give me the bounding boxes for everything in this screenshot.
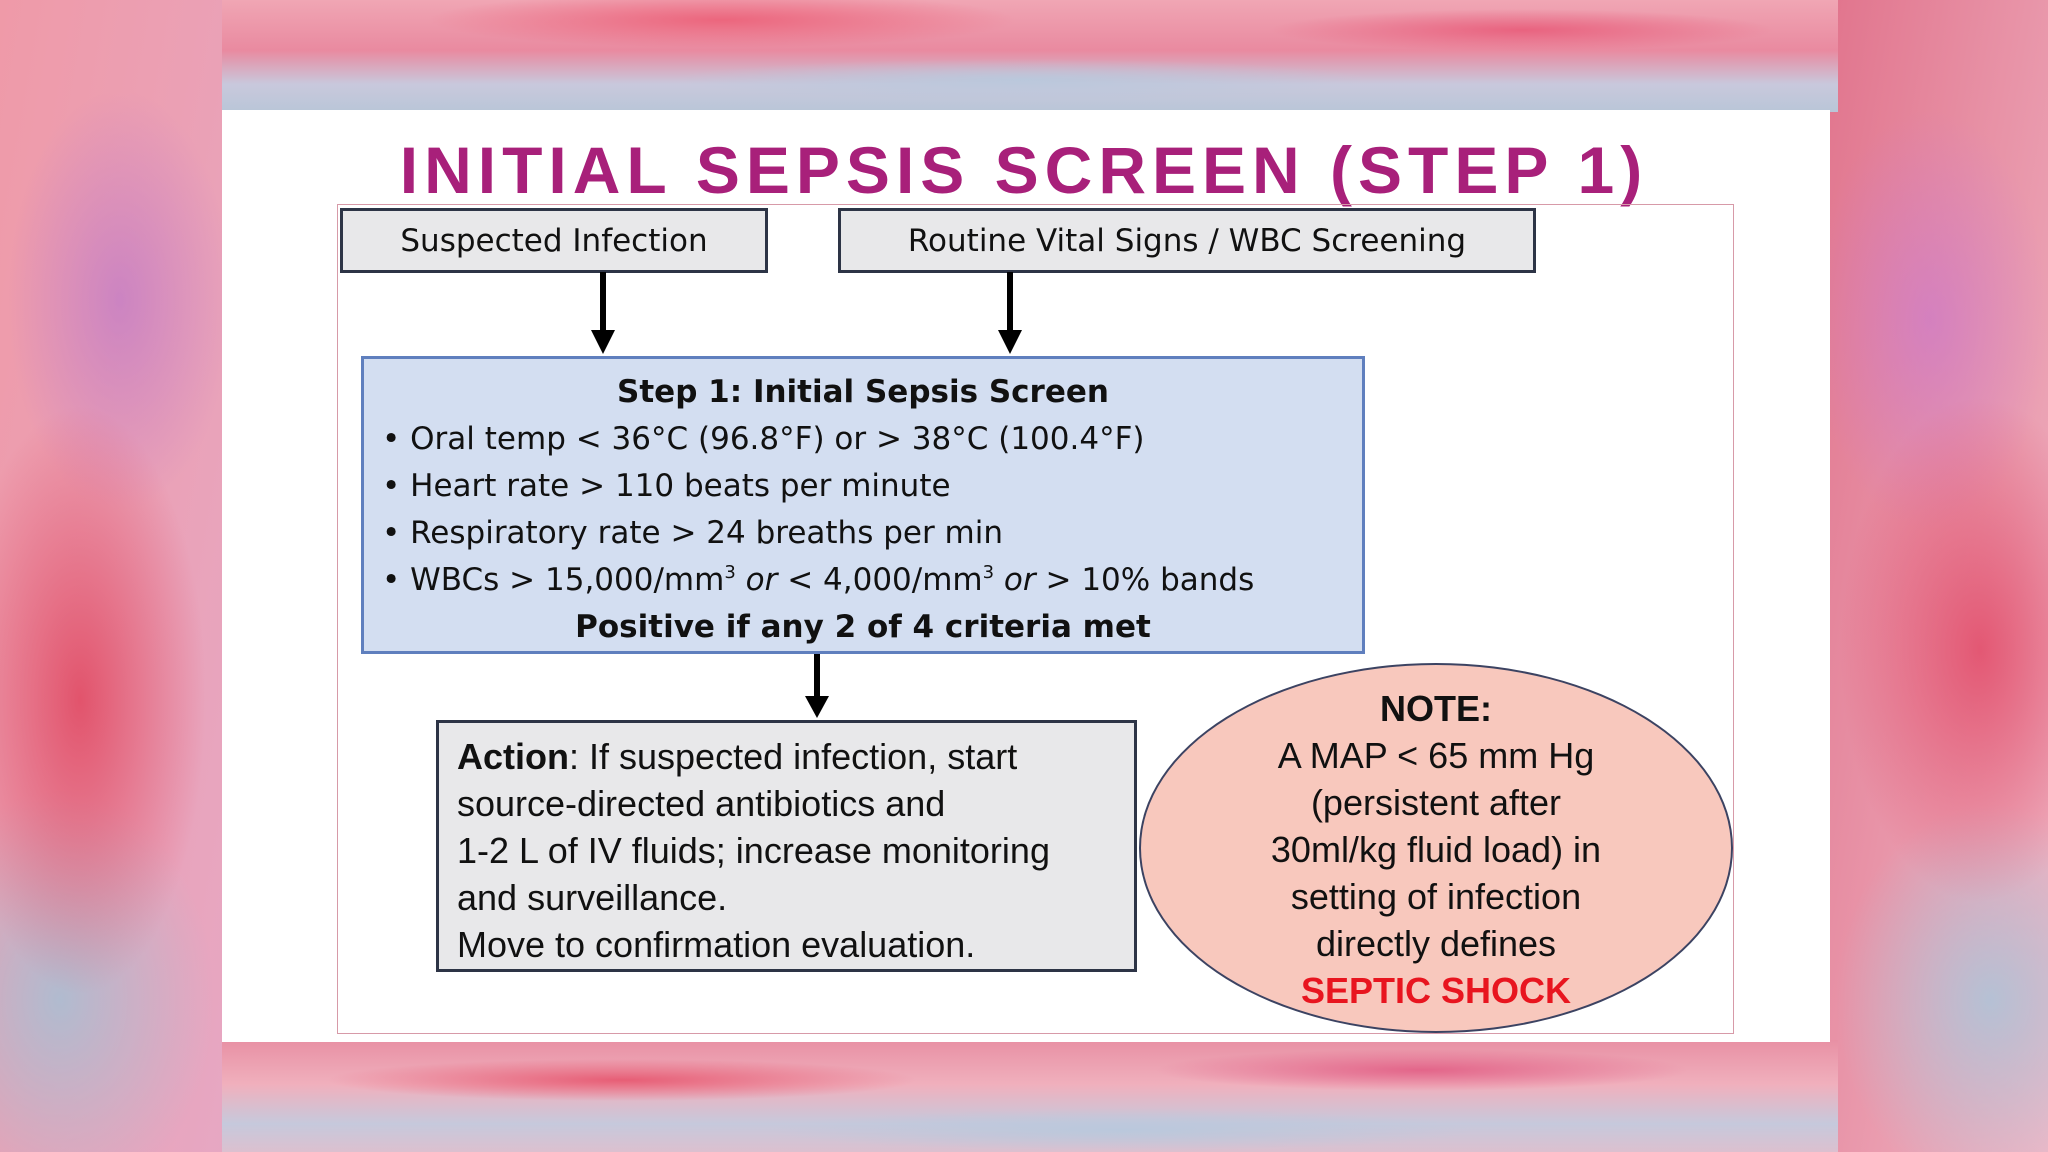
note-line-4: setting of infection: [1290, 876, 1582, 917]
action-line-2: source-directed antibiotics and: [457, 783, 946, 824]
criterion-wbc: • WBCs > 15,000/mm3 or < 4,000/mm3 or > …: [382, 557, 1362, 604]
action-text: : If suspected infection, start: [569, 736, 1018, 777]
action-box: Action: If suspected infection, start so…: [436, 720, 1137, 972]
criterion-text: Oral temp < 36°C (96.8°F) or > 38°C (100…: [410, 421, 1145, 457]
note-line-5: directly defines: [1315, 923, 1557, 964]
wbc-part-3: > 10% bands: [1045, 562, 1255, 598]
diagram-frame: [337, 204, 1734, 1034]
criterion-text: Respiratory rate > 24 breaths per min: [410, 515, 1004, 551]
wbc-or-2: or: [994, 562, 1046, 598]
arrow-to-action: [805, 654, 829, 718]
bullet: •: [382, 468, 401, 504]
wbc-part-1: WBCs > 15,000/mm: [410, 562, 725, 598]
bullet: •: [382, 421, 401, 457]
decorative-bottom-band: [222, 1040, 1838, 1152]
arrow-from-infection: [591, 272, 615, 354]
criterion-respiratory-rate: • Respiratory rate > 24 breaths per min: [382, 510, 1362, 557]
action-line-3: 1-2 L of IV fluids; increase monitoring: [457, 830, 1050, 871]
wbc-or-1: or: [735, 562, 788, 598]
routine-vitals-box: Routine Vital Signs / WBC Screening: [838, 208, 1536, 273]
note-ellipse: NOTE: A MAP < 65 mm Hg (persistent after…: [1139, 663, 1733, 1033]
note-line-1: A MAP < 65 mm Hg: [1277, 735, 1595, 776]
action-label: Action: [457, 736, 569, 777]
action-line-1: Action: If suspected infection, start: [457, 733, 1134, 780]
criterion-heart-rate: • Heart rate > 110 beats per minute: [382, 463, 1362, 510]
slide-title: INITIAL SEPSIS SCREEN (STEP 1): [399, 133, 1649, 207]
wbc-sup-1: 3: [724, 562, 736, 583]
bullet: •: [382, 515, 401, 551]
screen-heading: Step 1: Initial Sepsis Screen: [382, 369, 1362, 416]
decorative-top-band: [222, 0, 1838, 112]
septic-shock-label: SEPTIC SHOCK: [1300, 970, 1572, 1011]
bullet: •: [382, 562, 401, 598]
screen-heading-text: : Initial Sepsis Screen: [729, 374, 1109, 410]
arrow-from-vitals: [998, 272, 1022, 354]
action-line-5: Move to confirmation evaluation.: [457, 924, 976, 965]
wbc-part-2: < 4,000/mm: [787, 562, 983, 598]
criterion-temp: • Oral temp < 36°C (96.8°F) or > 38°C (1…: [382, 416, 1362, 463]
criterion-text: Heart rate > 110 beats per minute: [410, 468, 951, 504]
note-line-3: 30ml/kg fluid load) in: [1270, 829, 1602, 870]
action-line-4: and surveillance.: [457, 877, 728, 918]
screen-heading-step: Step 1: [617, 374, 730, 410]
wbc-sup-2: 3: [982, 562, 995, 583]
suspected-infection-box: Suspected Infection: [340, 208, 768, 273]
note-line-2: (persistent after: [1310, 782, 1562, 823]
screen-footer: Positive if any 2 of 4 criteria met: [575, 609, 1151, 645]
note-heading: NOTE:: [1380, 688, 1492, 729]
initial-screen-box: Step 1: Initial Sepsis Screen • Oral tem…: [361, 356, 1365, 654]
